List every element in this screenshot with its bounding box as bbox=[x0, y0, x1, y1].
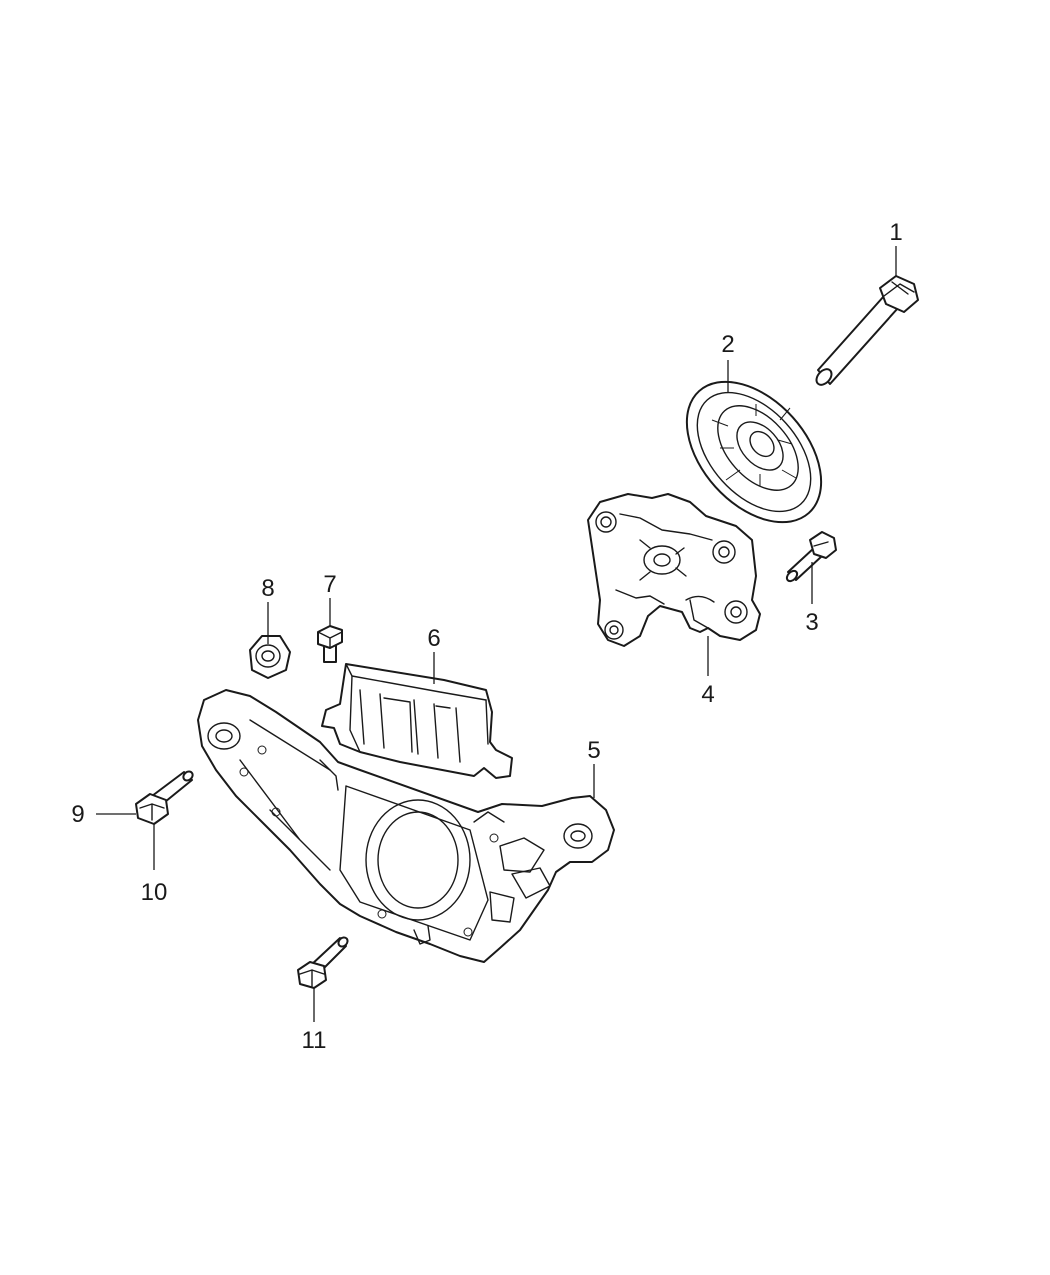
callout-2: 2 bbox=[721, 331, 734, 358]
callout-3: 3 bbox=[805, 609, 818, 636]
callout-6: 6 bbox=[427, 625, 440, 652]
callout-9: 9 bbox=[71, 801, 84, 828]
part-11-bolt bbox=[297, 936, 349, 989]
part-9-10-bolt bbox=[135, 770, 194, 825]
part-2-isolator bbox=[685, 380, 823, 524]
part-6-module bbox=[321, 663, 513, 779]
part-8-nut bbox=[249, 635, 291, 679]
callout-11: 11 bbox=[302, 1027, 327, 1054]
callout-8: 8 bbox=[261, 575, 274, 602]
callout-10: 10 bbox=[141, 879, 168, 906]
part-7-screw bbox=[317, 625, 343, 663]
callout-4: 4 bbox=[701, 681, 714, 708]
part-5-main-bracket bbox=[197, 689, 615, 963]
callout-labels: 1 2 3 4 5 6 7 8 9 10 11 bbox=[71, 219, 902, 1054]
part-1-long-bolt bbox=[815, 275, 919, 386]
callout-7: 7 bbox=[323, 571, 336, 598]
leader-lines bbox=[96, 246, 897, 1022]
callout-5: 5 bbox=[587, 737, 600, 764]
callout-1: 1 bbox=[889, 219, 902, 246]
part-3-bolt bbox=[785, 531, 837, 583]
part-4-mount-bracket bbox=[587, 493, 761, 647]
